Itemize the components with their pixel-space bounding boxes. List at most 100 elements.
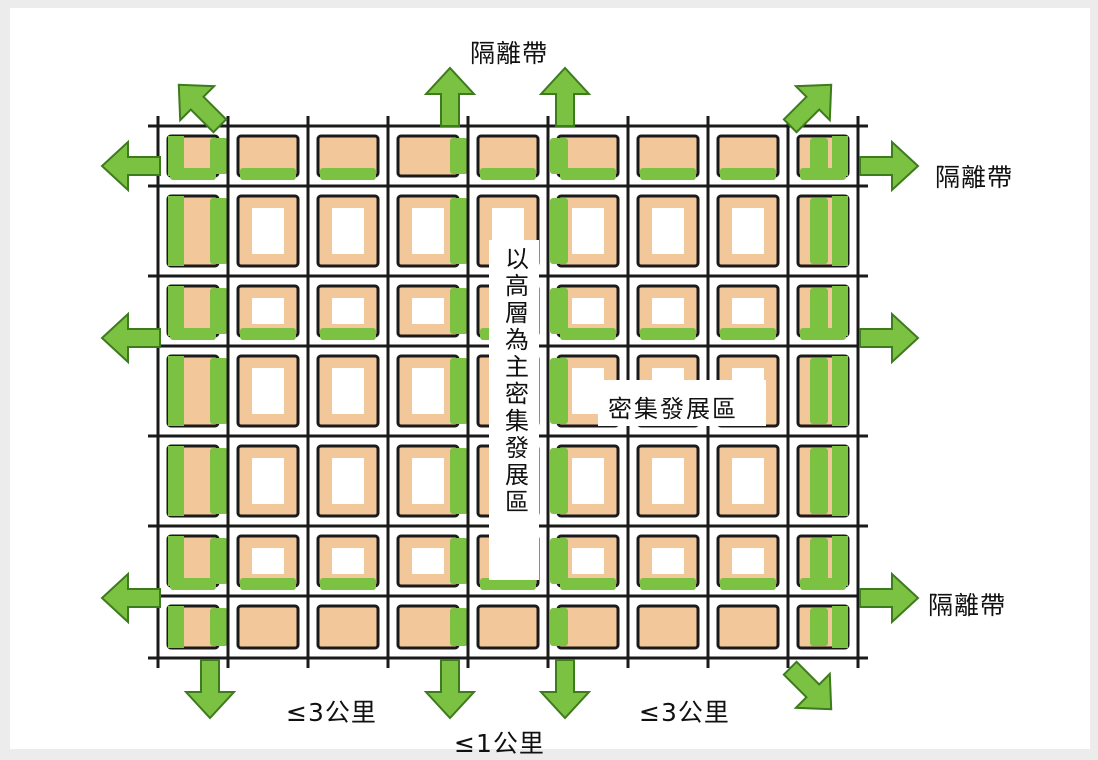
green-belt-strip [810,608,828,646]
courtyard [252,368,284,414]
arrow-down-icon [423,659,477,720]
diagonal-arrow-icon-shape [782,83,833,134]
arrow-right-icon [859,571,920,625]
green-belt-strip [170,168,216,180]
green-belt-strip [550,608,568,646]
green-belt-strip [810,288,828,334]
courtyard [252,208,284,254]
green-belt-strip [640,168,696,180]
buffer-zone-label-top: 隔離帶 [470,39,549,68]
arrow-down-icon-shape [538,659,592,720]
green-belt-strip [800,578,846,590]
courtyard [652,208,684,254]
courtyard [732,548,764,574]
green-belt-strip [832,196,848,266]
green-belt-strip [640,328,696,340]
green-belt-strip [550,538,568,584]
green-belt-strip [168,196,184,266]
green-belt-strip [450,288,468,334]
arrow-left-icon [100,571,161,625]
green-belt-strip [832,446,848,516]
green-belt-strip [560,168,616,180]
arrow-down-icon-shape [183,659,237,720]
green-belt-strip [832,286,848,336]
courtyard [732,208,764,254]
green-belt-strip [168,446,184,516]
green-belt-strip [550,138,568,174]
green-belt-strip [560,578,616,590]
green-belt-strip [832,536,848,586]
green-belt-strip [320,328,376,340]
arrow-left-icon [100,311,161,365]
green-belt-strip [170,578,216,590]
green-belt-strip [720,578,776,590]
courtyard [652,548,684,574]
courtyard [332,208,364,254]
green-belt-strip [450,608,468,646]
green-belt-strip [560,328,616,340]
green-belt-strip [210,138,228,174]
green-belt-strip [240,328,296,340]
arrow-right-icon-shape [859,139,920,193]
green-belt-strip [240,168,296,180]
dense-area-label-background [598,380,766,426]
courtyard [652,458,684,504]
high-rise-dense-area-label: 以高層為主密集發展區 [500,246,529,516]
dense-area-label: 密集發展區 [608,395,738,423]
green-belt-strip [832,606,848,648]
green-belt-strip [210,448,228,514]
arrow-up-icon-shape [423,66,477,127]
distance-label-center: ≤1公里 [454,729,545,758]
courtyard [332,368,364,414]
arrow-left-icon-shape [100,139,161,193]
city-block [316,604,380,650]
green-belt-strip [810,138,828,174]
green-belt-strip [550,288,568,334]
green-belt-strip [810,358,828,424]
arrow-up-icon [423,66,477,127]
arrow-up-icon-shape [538,66,592,127]
diagonal-arrow-icon [177,83,228,134]
arrow-right-icon-shape [859,571,920,625]
courtyard [572,298,604,324]
green-belt-strip [810,198,828,264]
arrow-left-icon-shape [100,571,161,625]
arrow-left-icon [100,139,161,193]
courtyard [332,298,364,324]
green-belt-strip [450,448,468,514]
green-belt-strip [550,358,568,424]
city-block [236,604,300,650]
arrow-right-icon-shape [859,311,920,365]
city-block [396,604,460,650]
arrow-right-icon [859,311,920,365]
green-belt-strip [210,288,228,334]
courtyard [572,208,604,254]
courtyard [412,458,444,504]
courtyard [572,548,604,574]
green-belt-strip [550,448,568,514]
green-belt-strip [832,136,848,176]
green-belt-strip [800,168,846,180]
city-block [636,604,700,650]
buffer-zone-label-right-bottom: 隔離帶 [928,591,1007,620]
arrow-left-icon-shape [100,311,161,365]
green-belt-strip [168,286,184,336]
green-belt-strip [810,538,828,584]
green-belt-strip [550,198,568,264]
green-belt-strip [210,608,228,646]
green-belt-strip [240,578,296,590]
diagram-frame: 隔離帶 隔離帶 隔離帶 密集發展區 以高層為主密集發展區 ≤3公里 ≤1公里 ≤… [10,8,1090,758]
green-belt-strip [810,448,828,514]
buffer-zone-label-right-top: 隔離帶 [935,163,1014,192]
courtyard [252,548,284,574]
green-belt-strip [210,538,228,584]
diagonal-arrow-icon-shape [782,660,833,711]
high-rise-label-background [489,240,539,580]
courtyard [412,368,444,414]
courtyard [332,458,364,504]
green-belt-strip [170,328,216,340]
green-belt-strip [480,578,536,590]
green-belt-strip [800,328,846,340]
courtyard [732,458,764,504]
diagonal-arrow-icon [782,660,833,711]
